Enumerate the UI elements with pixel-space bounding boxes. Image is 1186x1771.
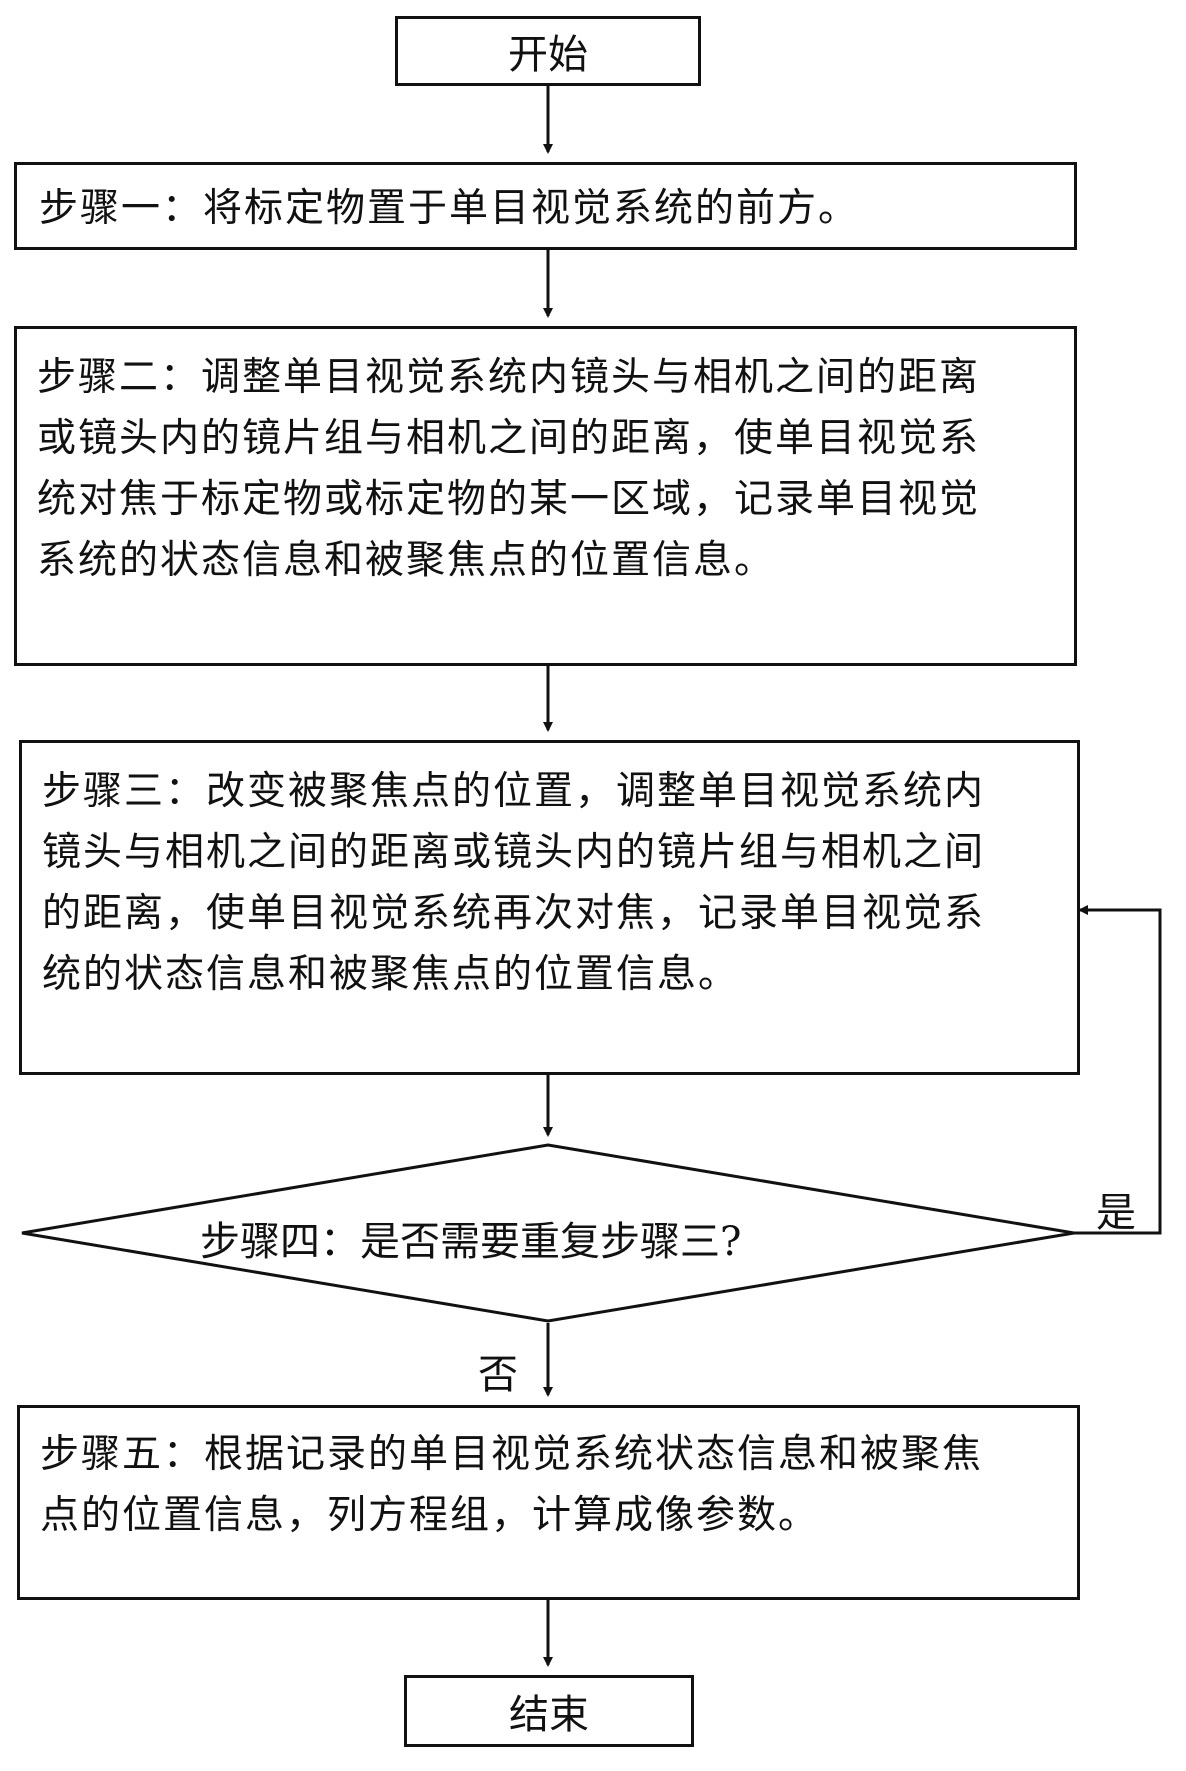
step2-text: 步骤二：调整单目视觉系统内镜头与相机之间的距离或镜头内的镜片组与相机之间的距离，…: [37, 355, 981, 583]
step3-box: 步骤三：改变被聚焦点的位置，调整单目视觉系统内镜头与相机之间的距离或镜头内的镜片…: [19, 740, 1080, 1075]
decision-diamond: [21, 1143, 1075, 1323]
step5-text: 步骤五：根据记录的单目视觉系统状态信息和被聚焦点的位置信息，列方程组，计算成像参…: [40, 1432, 984, 1538]
end-label: 结束: [509, 1692, 589, 1738]
end-box: 结束: [404, 1675, 694, 1747]
step5-box: 步骤五：根据记录的单目视觉系统状态信息和被聚焦点的位置信息，列方程组，计算成像参…: [17, 1405, 1080, 1600]
step2-box: 步骤二：调整单目视觉系统内镜头与相机之间的距离或镜头内的镜片组与相机之间的距离，…: [14, 326, 1077, 666]
start-label: 开始: [508, 32, 588, 78]
start-box: 开始: [395, 16, 701, 86]
step1-box: 步骤一：将标定物置于单目视觉系统的前方。: [14, 162, 1077, 250]
step3-text: 步骤三：改变被聚焦点的位置，调整单目视觉系统内镜头与相机之间的距离或镜头内的镜片…: [42, 769, 986, 997]
yes-label: 是: [1096, 1190, 1136, 1236]
no-label: 否: [478, 1352, 518, 1398]
decision-label: 步骤四：是否需要重复步骤三?: [200, 1219, 742, 1265]
step1-text: 步骤一：将标定物置于单目视觉系统的前方。: [39, 186, 860, 231]
arrow-decision-loop-yes: [1074, 905, 1162, 1235]
